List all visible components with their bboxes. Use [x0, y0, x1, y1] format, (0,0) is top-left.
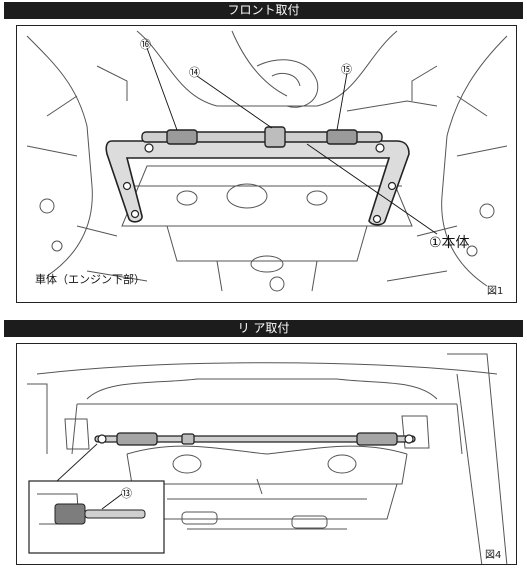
engine-underside-label: 車体（エンジン下部）: [35, 273, 145, 286]
front-diagram: [26, 30, 508, 292]
callout-16: ⑯: [140, 38, 151, 51]
figure-4-label: 図4: [485, 550, 502, 561]
front-diagram-panel: ⑯ ⑭ ⑮ ①本体 車体（エンジン下部） 図1: [16, 25, 517, 303]
rear-section-header: リ ア取付: [4, 320, 523, 337]
callout-15: ⑮: [341, 63, 352, 76]
figure-1-label: 図1: [487, 286, 504, 297]
callout-13: ⑬: [121, 487, 132, 500]
front-section-header: フロント取付: [4, 2, 523, 19]
callout-14: ⑭: [189, 66, 200, 79]
main-body-label: ①本体: [429, 235, 470, 251]
rear-diagram: [27, 353, 508, 564]
front-section-title: フロント取付: [227, 3, 300, 17]
rear-section-title: リ ア取付: [237, 321, 290, 335]
rear-diagram-panel: ⑬ 図4: [16, 343, 517, 565]
